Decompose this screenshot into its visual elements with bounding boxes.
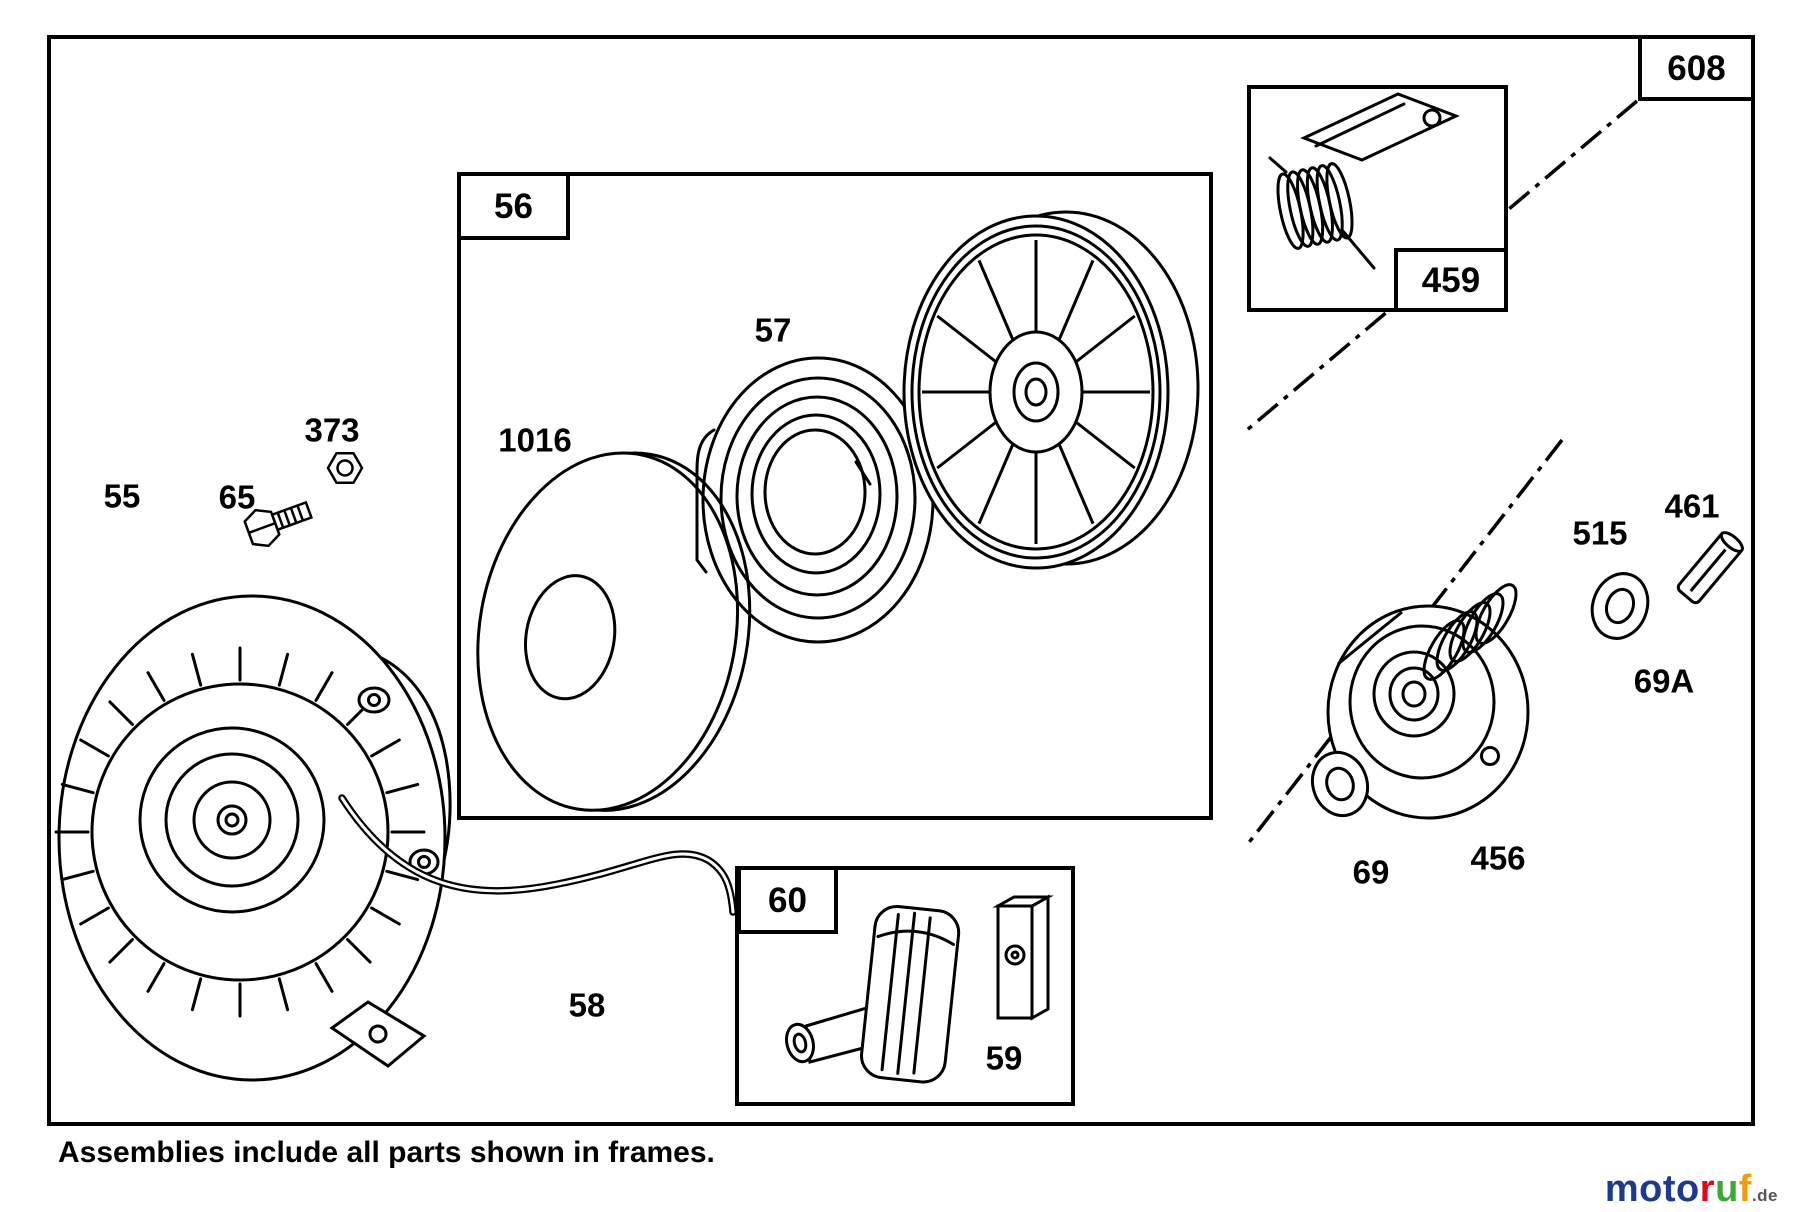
- assemblies-caption: Assemblies include all parts shown in fr…: [58, 1136, 715, 1169]
- part-69a-washer-drawing: [1590, 572, 1650, 640]
- logo-segment-moto: moto: [1604, 1168, 1700, 1210]
- part-515-spring-drawing: [1422, 583, 1518, 681]
- part-459-clip-and-spring-drawing: [1268, 92, 1460, 270]
- frame-label-459: 459: [1394, 248, 1508, 312]
- logo-segment-f: f: [1738, 1168, 1752, 1210]
- logo-segment-u: u: [1715, 1168, 1739, 1210]
- part-label-55: 55: [103, 477, 141, 515]
- part-label-373: 373: [304, 411, 360, 449]
- part-1016-disc-drawing: [476, 451, 752, 812]
- part-456-clutch-retainer-drawing: [1326, 604, 1530, 820]
- motoruf-logo[interactable]: motoruf.de: [1605, 1170, 1778, 1208]
- part-label-69: 69: [1352, 853, 1390, 891]
- part-label-69a: 69A: [1633, 662, 1695, 700]
- outer-frame-border: [47, 35, 1755, 1126]
- part-label-65: 65: [218, 478, 256, 516]
- part-label-1016: 1016: [498, 421, 572, 459]
- part-label-515: 515: [1572, 514, 1628, 552]
- frame-label-60: 60: [737, 866, 838, 934]
- frame-label-608: 608: [1638, 35, 1755, 101]
- part-label-59: 59: [985, 1039, 1023, 1077]
- pulley-wheel-drawing: [902, 210, 1200, 570]
- part-58-rope-drawing: [338, 794, 737, 916]
- part-57-recoil-spring-drawing: [695, 356, 935, 644]
- part-55-recoil-housing-drawing: [54, 594, 452, 1082]
- part-59-insert-drawing: [992, 894, 1054, 1021]
- part-65-bolt-drawing: [243, 500, 313, 548]
- part-69-washer-drawing: [1310, 750, 1370, 818]
- logo-tld: .de: [1751, 1186, 1778, 1205]
- part-label-456: 456: [1470, 839, 1526, 877]
- part-label-57: 57: [754, 311, 792, 349]
- part-label-461: 461: [1664, 487, 1720, 525]
- part-60-starter-handle-drawing: [785, 904, 961, 1084]
- part-label-58: 58: [568, 986, 606, 1024]
- logo-segment-r: r: [1699, 1168, 1716, 1210]
- part-373-nut-drawing: [326, 452, 364, 484]
- frame-label-56: 56: [457, 172, 570, 240]
- part-461-pin-drawing: [1676, 531, 1744, 605]
